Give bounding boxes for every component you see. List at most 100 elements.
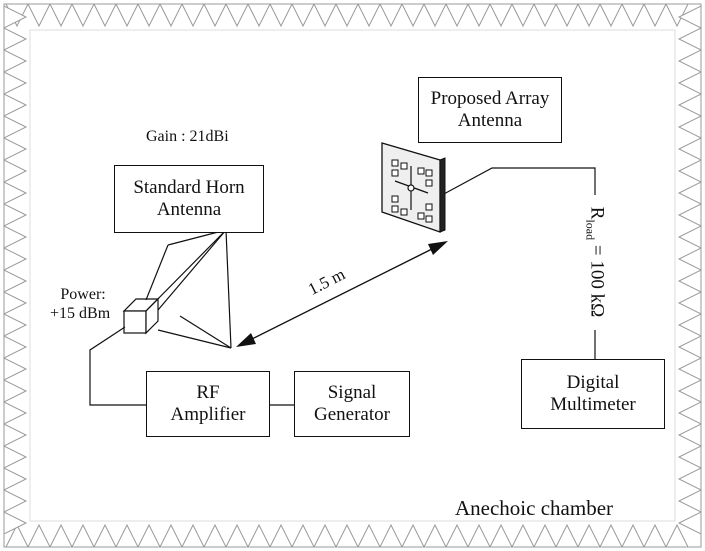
absorber-wedge bbox=[3, 313, 28, 337]
rload-symbol: R bbox=[586, 206, 608, 220]
absorber-wedge bbox=[3, 291, 28, 315]
array-patch bbox=[425, 215, 433, 223]
array-patch bbox=[391, 169, 399, 177]
absorber-wedge bbox=[115, 523, 139, 548]
absorber-wedge bbox=[93, 523, 117, 548]
absorber-wedge bbox=[599, 523, 623, 548]
generator-line2: Generator bbox=[314, 404, 390, 425]
absorber-wedge bbox=[621, 3, 645, 28]
absorber-wedge bbox=[159, 523, 183, 548]
absorber-wedge bbox=[555, 3, 579, 28]
absorber-wedge bbox=[335, 523, 359, 548]
absorber-wedge bbox=[379, 3, 403, 28]
absorber-wedge bbox=[225, 523, 249, 548]
absorber-wedge bbox=[677, 27, 702, 51]
absorber-wedge bbox=[27, 3, 51, 28]
absorber-wedge bbox=[599, 3, 623, 28]
absorber-wedge bbox=[677, 291, 702, 315]
chamber-inner-boundary bbox=[29, 29, 676, 522]
absorber-wedge bbox=[677, 445, 702, 469]
array-line2: Antenna bbox=[457, 110, 523, 131]
absorber-wedge bbox=[3, 247, 28, 271]
absorber-wedge bbox=[3, 489, 28, 513]
absorber-wedge bbox=[71, 3, 95, 28]
absorber-wedge bbox=[511, 523, 535, 548]
power-line2: +15 dBm bbox=[50, 305, 111, 323]
cabling bbox=[89, 167, 596, 406]
chamber-label: Anechoic chamber bbox=[455, 496, 614, 520]
rf-amplifier-box: RF Amplifier bbox=[146, 371, 270, 437]
absorber-wedge bbox=[49, 523, 73, 548]
absorber-wedge bbox=[445, 3, 469, 28]
absorber-wedge bbox=[677, 511, 702, 535]
absorber-wedge bbox=[677, 71, 702, 95]
absorber-wedge bbox=[137, 3, 161, 28]
absorber-wedge bbox=[533, 523, 557, 548]
absorber-wedge bbox=[357, 523, 381, 548]
horn-line2: Antenna bbox=[156, 199, 222, 220]
rload-subscript: load bbox=[583, 219, 598, 241]
array-line1: Proposed Array bbox=[430, 88, 550, 110]
array-patch bbox=[425, 169, 433, 177]
absorber-wedge bbox=[3, 71, 28, 95]
absorber-wedge bbox=[677, 357, 702, 381]
absorber-wedge bbox=[677, 379, 702, 403]
absorber-wedge bbox=[313, 523, 337, 548]
absorber-wedge bbox=[677, 115, 702, 139]
absorber-wedge bbox=[3, 401, 28, 425]
absorber-wedge bbox=[677, 137, 702, 161]
generator-line1: Signal bbox=[327, 382, 377, 404]
power-line1: Power: bbox=[60, 286, 106, 303]
absorber-wedge bbox=[247, 3, 271, 28]
absorber-wedge bbox=[247, 523, 271, 548]
absorber-wedge bbox=[3, 137, 28, 161]
absorber-wedge bbox=[677, 313, 702, 337]
absorber-wedge bbox=[181, 523, 205, 548]
gain-label: Gain : 21dBi bbox=[146, 128, 229, 145]
absorber-wedge bbox=[291, 3, 315, 28]
absorber-wedge bbox=[677, 49, 702, 73]
absorber-wedge bbox=[533, 3, 557, 28]
absorber-wedge bbox=[577, 523, 601, 548]
multimeter-line1: Digital bbox=[566, 372, 620, 394]
horn-line1: Standard Horn bbox=[133, 177, 245, 199]
absorber-wedge bbox=[677, 159, 702, 183]
absorber-wedge bbox=[203, 523, 227, 548]
array-patch bbox=[400, 162, 408, 170]
array-patch bbox=[391, 195, 399, 203]
absorber-wedge bbox=[203, 3, 227, 28]
absorber-wedge bbox=[643, 523, 667, 548]
absorber-wedge bbox=[677, 401, 702, 425]
absorber-wedge bbox=[677, 181, 702, 205]
digital-multimeter-box: Digital Multimeter bbox=[521, 359, 665, 429]
amplifier-line1: RF bbox=[196, 382, 220, 404]
array-patch bbox=[417, 212, 425, 220]
signal-generator-box: Signal Generator bbox=[294, 371, 410, 437]
absorber-wedge bbox=[677, 423, 702, 447]
absorber-wedge bbox=[677, 225, 702, 249]
absorber-frame bbox=[3, 3, 702, 548]
absorber-wedge bbox=[269, 3, 293, 28]
multimeter-line2: Multimeter bbox=[550, 394, 636, 415]
absorber-wedge bbox=[677, 93, 702, 117]
absorber-wedge bbox=[3, 445, 28, 469]
absorber-wedge bbox=[357, 3, 381, 28]
absorber-wedge bbox=[445, 523, 469, 548]
absorber-wedge bbox=[159, 3, 183, 28]
absorber-wedge bbox=[423, 523, 447, 548]
absorber-wedge bbox=[3, 225, 28, 249]
absorber-wedge bbox=[3, 27, 28, 51]
absorber-wedge bbox=[93, 3, 117, 28]
absorber-wedge bbox=[677, 489, 702, 513]
absorber-wedge bbox=[677, 269, 702, 293]
absorber-wedge bbox=[489, 523, 513, 548]
absorber-wedge bbox=[3, 423, 28, 447]
absorber-wedge bbox=[49, 3, 73, 28]
absorber-wedge bbox=[3, 379, 28, 403]
absorber-wedge bbox=[313, 3, 337, 28]
horn-antenna-icon bbox=[122, 229, 232, 349]
array-patch bbox=[391, 205, 399, 213]
absorber-wedge bbox=[71, 523, 95, 548]
absorber-wedge bbox=[577, 3, 601, 28]
absorber-wedge bbox=[181, 3, 205, 28]
